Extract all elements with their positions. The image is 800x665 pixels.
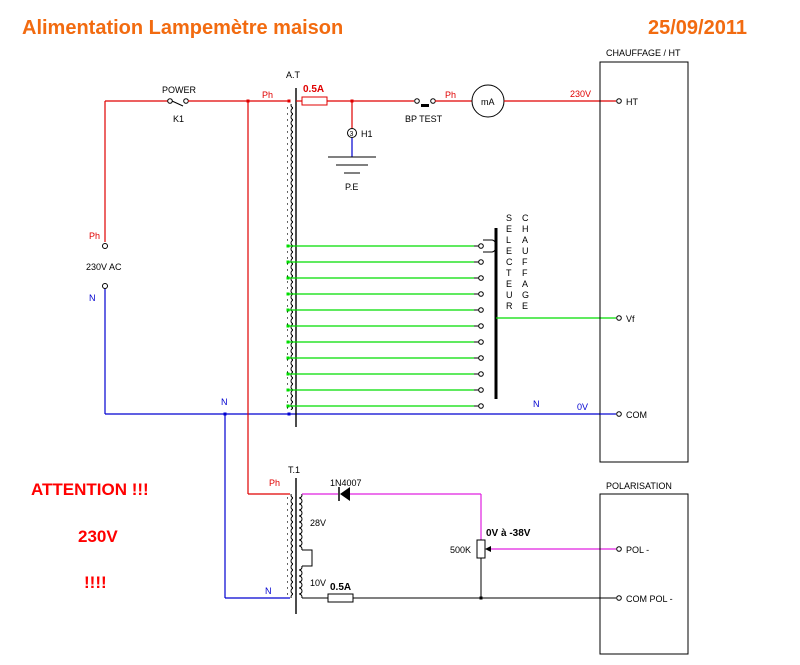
selector-contact	[478, 275, 484, 281]
selector-letter: E	[506, 279, 512, 289]
selector-letter: F	[522, 268, 528, 278]
power-switch: POWER K1	[162, 85, 290, 124]
terminal-com: COM	[626, 410, 647, 420]
selector-contact	[478, 243, 484, 249]
selector-letter: C	[506, 257, 513, 267]
zero-volt-label: 0V	[577, 402, 588, 412]
diode-label: 1N4007	[330, 478, 362, 488]
milliammeter: mA 230V	[471, 84, 616, 118]
lamp-label: H1	[361, 129, 373, 139]
fuse-bottom-label: 0.5A	[330, 582, 351, 593]
polarisation-box-title: POLARISATION	[606, 481, 672, 491]
ground-symbol: P.E	[328, 156, 376, 192]
chauffage-ht-box: CHAUFFAGE / HT HT Vf COM	[599, 48, 689, 463]
transformer-t1: T.1 Ph N 28V 10V	[223, 412, 326, 614]
selector-letter: G	[522, 290, 529, 300]
fuse-bottom: 0.5A	[302, 582, 616, 603]
tap-node	[286, 324, 290, 328]
ground-label: P.E	[345, 182, 358, 192]
terminal-com-pol: COM POL -	[626, 594, 673, 604]
mains-phase-label: Ph	[89, 231, 100, 241]
test-button: BP TEST Ph	[405, 90, 472, 124]
tap-node	[286, 372, 290, 376]
phase-label-2: Ph	[445, 90, 456, 100]
selector-letter: L	[506, 235, 511, 245]
warning-attention: ATTENTION !!!	[31, 480, 149, 499]
t1-neutral-label: N	[265, 586, 272, 596]
autotransformer: A.T Ph N	[221, 70, 301, 427]
selector-letter: E	[506, 224, 512, 234]
lamp-h1: 3 H1	[347, 99, 373, 157]
page-title: Alimentation Lampemètre maison	[22, 17, 343, 39]
potentiometer-500k: 500K 0V à -38V	[450, 528, 616, 598]
selector-contact	[478, 323, 484, 329]
selector-letter: C	[522, 213, 529, 223]
mains-neutral-label: N	[89, 293, 96, 303]
switch-ref-label: K1	[173, 114, 184, 124]
selector-contact	[478, 259, 484, 265]
svg-text:3: 3	[350, 131, 354, 138]
pot-label: 500K	[450, 545, 471, 555]
winding-28v-label: 28V	[310, 518, 326, 528]
at-phase-label: Ph	[262, 90, 273, 100]
selector-letter: F	[522, 257, 528, 267]
selector-letter: A	[522, 279, 528, 289]
selector-contact	[478, 403, 484, 409]
selector-letter: S	[506, 213, 512, 223]
at-neutral-label: N	[221, 397, 228, 407]
selector-letter: U	[506, 290, 513, 300]
warning-exclamations: !!!!	[84, 573, 107, 592]
terminal-vf: Vf	[626, 314, 635, 324]
tap-node	[286, 388, 290, 392]
autotransformer-taps	[286, 243, 484, 409]
date-label: 25/09/2011	[648, 17, 747, 39]
chauffage-box-title: CHAUFFAGE / HT	[606, 48, 681, 58]
terminal-pol: POL -	[626, 545, 649, 555]
test-button-label: BP TEST	[405, 114, 443, 124]
selector-contact	[478, 291, 484, 297]
tap-node	[286, 244, 290, 248]
fuse-top-label: 0.5A	[303, 84, 324, 95]
selector-label-chauffage: CHAUFFAGE	[522, 213, 529, 311]
selector-letter: U	[522, 246, 529, 256]
selector-letter: E	[506, 246, 512, 256]
tap-node	[286, 404, 290, 408]
t1-phase-label: Ph	[269, 478, 280, 488]
tap-node	[286, 356, 290, 360]
mains-source-label: 230V AC	[86, 262, 122, 272]
tap-node	[286, 340, 290, 344]
tap-node	[286, 260, 290, 264]
tap-node	[286, 276, 290, 280]
at-label: A.T	[286, 70, 301, 80]
terminal-ht: HT	[626, 97, 638, 107]
selector-letter: T	[506, 268, 512, 278]
mains-input: Ph 230V AC N	[86, 100, 600, 415]
selector-letter: E	[522, 301, 528, 311]
t1-label: T.1	[288, 465, 300, 475]
tap-node	[286, 308, 290, 312]
selector-contact	[478, 387, 484, 393]
selector-letter: H	[522, 224, 529, 234]
selector-contact	[478, 307, 484, 313]
selector-contact	[478, 371, 484, 377]
warning-voltage: 230V	[78, 527, 118, 546]
winding-10v-label: 10V	[310, 578, 326, 588]
selector-letter: A	[522, 235, 528, 245]
ht-voltage-label: 230V	[570, 89, 591, 99]
selector-letter: R	[506, 301, 513, 311]
selector-contact	[478, 355, 484, 361]
polarisation-box: POLARISATION POL - COM POL -	[599, 481, 689, 655]
tap-node	[286, 292, 290, 296]
power-switch-label: POWER	[162, 85, 197, 95]
neutral-label-2: N	[533, 399, 540, 409]
diode-1n4007: 1N4007	[302, 478, 482, 540]
meter-label: mA	[481, 97, 495, 107]
fuse-top: 0.5A	[296, 84, 414, 106]
pot-range-label: 0V à -38V	[486, 528, 531, 539]
selector-contact	[478, 339, 484, 345]
